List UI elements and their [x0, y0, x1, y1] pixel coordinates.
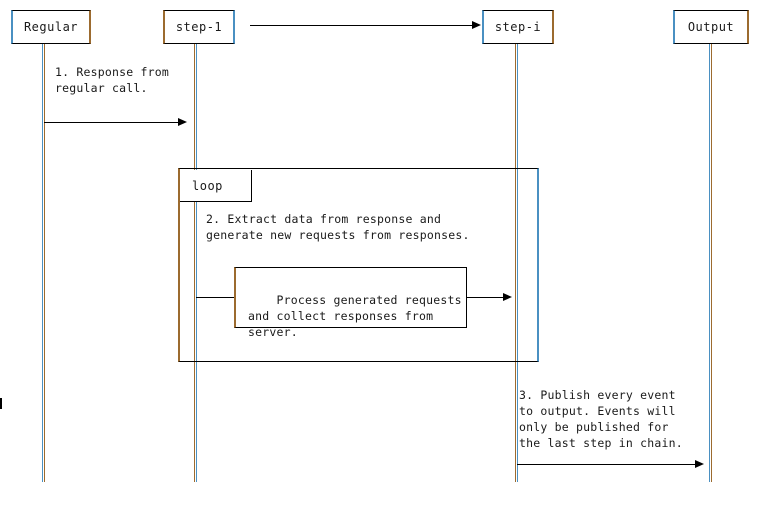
lifeline-step-1 [194, 44, 197, 482]
note-box-process-requests-text: Process generated requests and collect r… [248, 293, 462, 339]
arrowhead-publish-events [695, 460, 704, 468]
note-box-process-requests: Process generated requests and collect r… [234, 267, 467, 339]
lifeline-regular [42, 44, 45, 482]
message-line-chain-ellipsis [250, 25, 476, 26]
message-label-response-from-regular: 1. Response from regular call. [55, 65, 169, 95]
arrowhead-process-requests [503, 293, 512, 301]
arrowhead-chain-ellipsis [472, 21, 481, 29]
message-label-publish-events: 3. Publish every event to output. Events… [519, 388, 683, 450]
participant-box-step-1[interactable]: step-1 [163, 10, 235, 44]
fragment-loop [178, 168, 539, 362]
participant-label-output: Output [687, 20, 735, 34]
lifeline-output [709, 44, 712, 482]
left-edge-artifact [0, 398, 2, 409]
message-line-response-from-regular [44, 122, 182, 123]
participant-box-regular[interactable]: Regular [11, 10, 91, 44]
arrowhead-response-from-regular [178, 118, 187, 126]
participant-label-step-1: step-1 [175, 20, 223, 34]
participant-label-step-i: step-i [494, 20, 542, 34]
participant-label-regular: Regular [23, 20, 79, 34]
fragment-label-loop: loop [180, 170, 252, 202]
participant-box-output[interactable]: Output [673, 10, 749, 44]
participant-box-step-i[interactable]: step-i [482, 10, 554, 44]
fragment-label-loop-text: loop [192, 178, 223, 193]
message-label-extract-data: 2. Extract data from response and genera… [206, 212, 470, 242]
message-line-publish-events [517, 464, 698, 465]
lifeline-step-i [515, 44, 518, 482]
